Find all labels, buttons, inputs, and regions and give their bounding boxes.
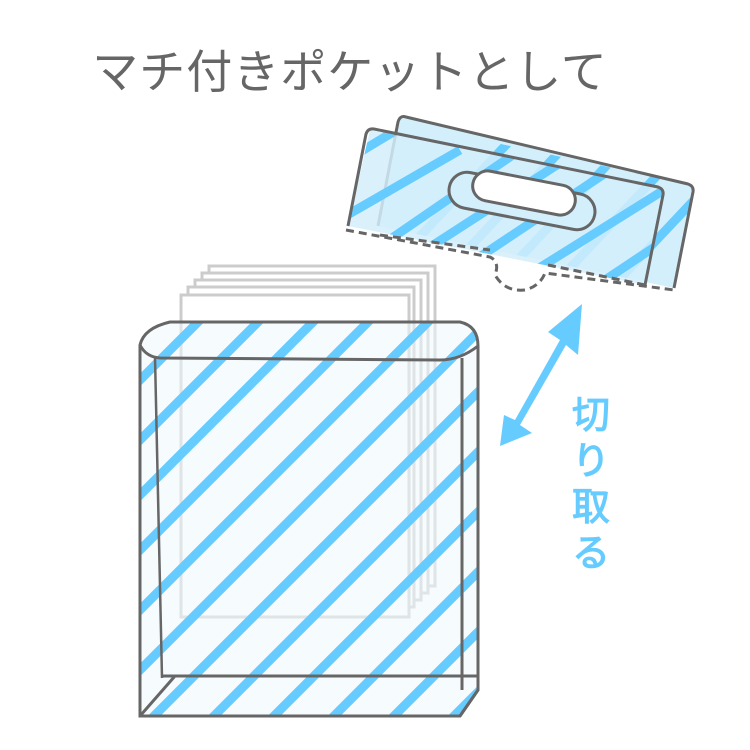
label-char-2: り [571,439,610,483]
hang-hole-front [471,169,577,217]
label-char-3: 取 [571,485,610,529]
cut-off-label: 切 り 取 る [566,392,616,576]
perforation-line [345,228,675,292]
label-char-1: 切 [571,393,610,437]
page-title: マチ付きポケットとして [92,45,608,99]
double-arrow-icon [500,304,582,446]
label-char-4: る [571,531,610,575]
gusset-pocket [138,320,480,718]
